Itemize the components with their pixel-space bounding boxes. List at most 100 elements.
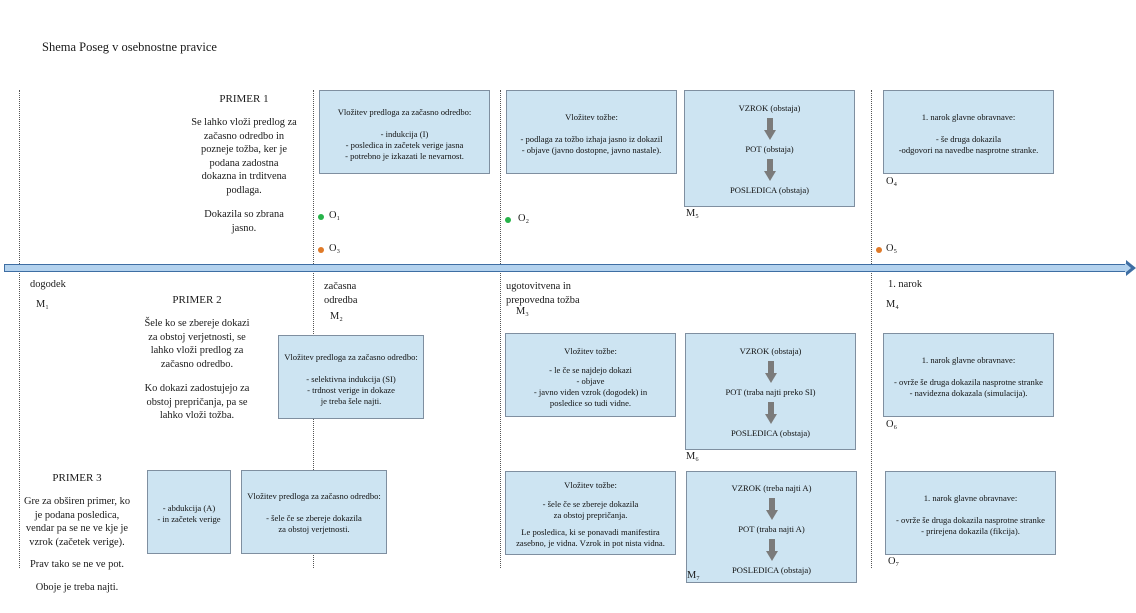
- box-r2-tozba: Vložitev tožbe: - le če se najdejo dokaz…: [505, 333, 676, 417]
- box-line: Le posledica, ki se ponavadi manifestira: [521, 527, 660, 537]
- event-zacasna-odredba: začasna odredba: [324, 280, 357, 307]
- orange-dot-icon: [318, 247, 324, 253]
- event-dogodek: dogodek: [30, 279, 66, 290]
- box-r1-chain: VZROK (obstaja) POT (obstaja) POSLEDICA …: [684, 90, 855, 207]
- box-heading: Vložitev tožbe:: [564, 346, 617, 356]
- box-line: - javno viden vzrok (dogodek) in: [533, 387, 648, 397]
- example-2-line: lahko vloži tožba.: [159, 410, 235, 422]
- box-heading: Vložitev tožbe:: [564, 480, 617, 490]
- separator-line: [500, 90, 501, 568]
- example-2-line: lahko vloži predlog za: [150, 345, 244, 357]
- example-1-line: Se lahko vloži predlog za: [191, 117, 297, 129]
- timeline-arrow: [4, 264, 1126, 272]
- box-line: -odgovori na navedbe nasprotne stranke.: [898, 145, 1039, 155]
- example-1-line: podana zadostna: [209, 157, 279, 169]
- event-line: prepovedna tožba: [506, 294, 580, 306]
- arrow-down-icon: [763, 159, 776, 181]
- box-r1-predlog: Vložitev predloga za začasno odredbo: - …: [319, 90, 490, 174]
- box-r3-narok: 1. narok glavne obravnave: - ovrže še dr…: [885, 471, 1056, 555]
- box-heading: Vložitev tožbe:: [565, 112, 618, 122]
- box-line: je treba šele najti.: [320, 396, 382, 406]
- chain-path: POT (traba najti preko SI): [725, 387, 816, 397]
- example-3-line: Gre za obširen primer, ko: [23, 496, 131, 508]
- marker-M4: M₄: [886, 299, 899, 310]
- example-2-heading: PRIMER 2: [172, 294, 222, 306]
- box-line: - še druga dokazila: [935, 134, 1002, 144]
- box-r3-predlog: Vložitev predloga za začasno odredbo: - …: [241, 470, 387, 554]
- green-dot-icon: [505, 217, 511, 223]
- marker-O3: O₃: [329, 243, 341, 254]
- event-line: odredba: [324, 294, 358, 306]
- box-line: - navidezna dokazala (simulacija).: [909, 388, 1028, 398]
- example-2-line: za obstoj verjetnosti, se: [148, 331, 246, 343]
- example-3-line: vzrok (začetek verige).: [29, 536, 125, 548]
- box-line: za obstoj prepričanja.: [553, 510, 628, 520]
- chain-path: POT (obstaja): [745, 144, 794, 154]
- example-2-text: PRIMER 2 Šele ko se zbereje dokazi za ob…: [138, 293, 256, 423]
- example-1-line: Dokazila so zbrana: [204, 209, 284, 221]
- arrow-down-icon: [765, 539, 778, 561]
- box-r2-chain: VZROK (obstaja) POT (traba najti preko S…: [685, 333, 856, 450]
- example-3-line: Prav tako se ne ve pot.: [29, 559, 125, 571]
- example-1-text: PRIMER 1 Se lahko vloži predlog za začas…: [185, 92, 303, 235]
- separator-line: [871, 90, 872, 568]
- separator-line: [19, 90, 20, 568]
- example-1-line: začasno odredbo in: [203, 130, 285, 142]
- arrow-down-icon: [763, 118, 776, 140]
- box-line: - podlaga za tožbo izhaja jasno iz dokaz…: [520, 134, 663, 144]
- box-r2-predlog: Vložitev predloga za začasno odredbo: - …: [278, 335, 424, 419]
- marker-O6: O₆: [886, 419, 898, 430]
- box-line: zasebno, je vidna. Vzrok in pot nista vi…: [516, 538, 665, 548]
- box-line: - šele če se zbereje dokazila: [542, 499, 639, 509]
- box-r3-tozba: Vložitev tožbe: - šele če se zbereje dok…: [505, 471, 676, 555]
- marker-O4: O₄: [886, 176, 898, 187]
- box-heading: Vložitev predloga za začasno odredbo:: [337, 107, 472, 117]
- box-line: - posledica in začetek verige jasna: [345, 140, 464, 150]
- chain-consequence: POSLEDICA (obstaja): [730, 428, 810, 438]
- chain-consequence: POSLEDICA (obstaja): [731, 565, 811, 575]
- arrow-down-icon: [765, 498, 778, 520]
- box-line: - in začetek verige: [157, 514, 221, 524]
- chain-cause: VZROK (obstaja): [739, 346, 802, 356]
- marker-M5: M₅: [686, 208, 699, 219]
- box-heading: Vložitev predloga za začasno odredbo:: [284, 352, 418, 362]
- marker-M6: M₆: [686, 451, 699, 462]
- event-line: začasna: [324, 281, 357, 292]
- box-line: - trdnost verige in dokaze: [307, 385, 395, 395]
- example-3-line: Oboje je treba najti.: [35, 581, 119, 593]
- example-2-line: Šele ko se zbereje dokazi: [144, 318, 250, 330]
- event-ugotovitvena-tozba: ugotovitvena in prepovedna tožba: [506, 280, 580, 307]
- event-line: ugotovitvena in: [506, 281, 571, 292]
- box-line: - šele če se zbereje dokazila: [266, 513, 362, 523]
- chain-path: POT (traba najti A): [738, 524, 805, 534]
- box-r1-tozba: Vložitev tožbe: - podlaga za tožbo izhaj…: [506, 90, 677, 174]
- chain-cause: VZROK (treba najti A): [731, 483, 812, 493]
- separator-line: [313, 90, 314, 568]
- box-heading: 1. narok glavne obravnave:: [921, 112, 1016, 122]
- example-1-line: pozneje tožba, ker je: [201, 144, 287, 156]
- event-narok: 1. narok: [888, 279, 923, 290]
- box-r3-chain: VZROK (treba najti A) POT (traba najti A…: [686, 471, 857, 583]
- box-r2-narok: 1. narok glavne obravnave: - ovrže še dr…: [883, 333, 1054, 417]
- box-heading: Vložitev predloga za začasno odredbo:: [247, 491, 381, 501]
- box-line: - prirejena dokazila (fikcija).: [921, 526, 1020, 536]
- example-3-line: je podana posledica,: [34, 509, 120, 521]
- box-heading: 1. narok glavne obravnave:: [921, 355, 1016, 365]
- example-2-line: začasno odredbo.: [160, 358, 234, 370]
- box-heading: 1. narok glavne obravnave:: [923, 493, 1018, 503]
- example-2-line: obstoj prepričanja, pa se: [146, 396, 248, 408]
- example-3-text: PRIMER 3 Gre za obširen primer, ko je po…: [18, 471, 136, 594]
- chain-consequence: POSLEDICA (obstaja): [729, 185, 809, 195]
- timeline-arrowhead-icon: [1126, 260, 1136, 276]
- green-dot-icon: [318, 214, 324, 220]
- marker-M7: M₇: [687, 570, 700, 581]
- box-line: - abdukcija (A): [162, 503, 216, 513]
- box-line: - potrebno je izkazati le nevarnost.: [345, 151, 464, 161]
- marker-M3: M₃: [516, 306, 529, 317]
- marker-O2: O₂: [518, 213, 530, 224]
- example-1-line: jasno.: [231, 222, 257, 234]
- box-line: - ovrže še druga dokazila nasprotne stra…: [896, 515, 1045, 525]
- marker-M2: M₂: [330, 311, 343, 322]
- box-line: - objave (javno dostopne, javno nastale)…: [521, 145, 662, 155]
- box-line: - selektivna indukcija (SI): [306, 374, 396, 384]
